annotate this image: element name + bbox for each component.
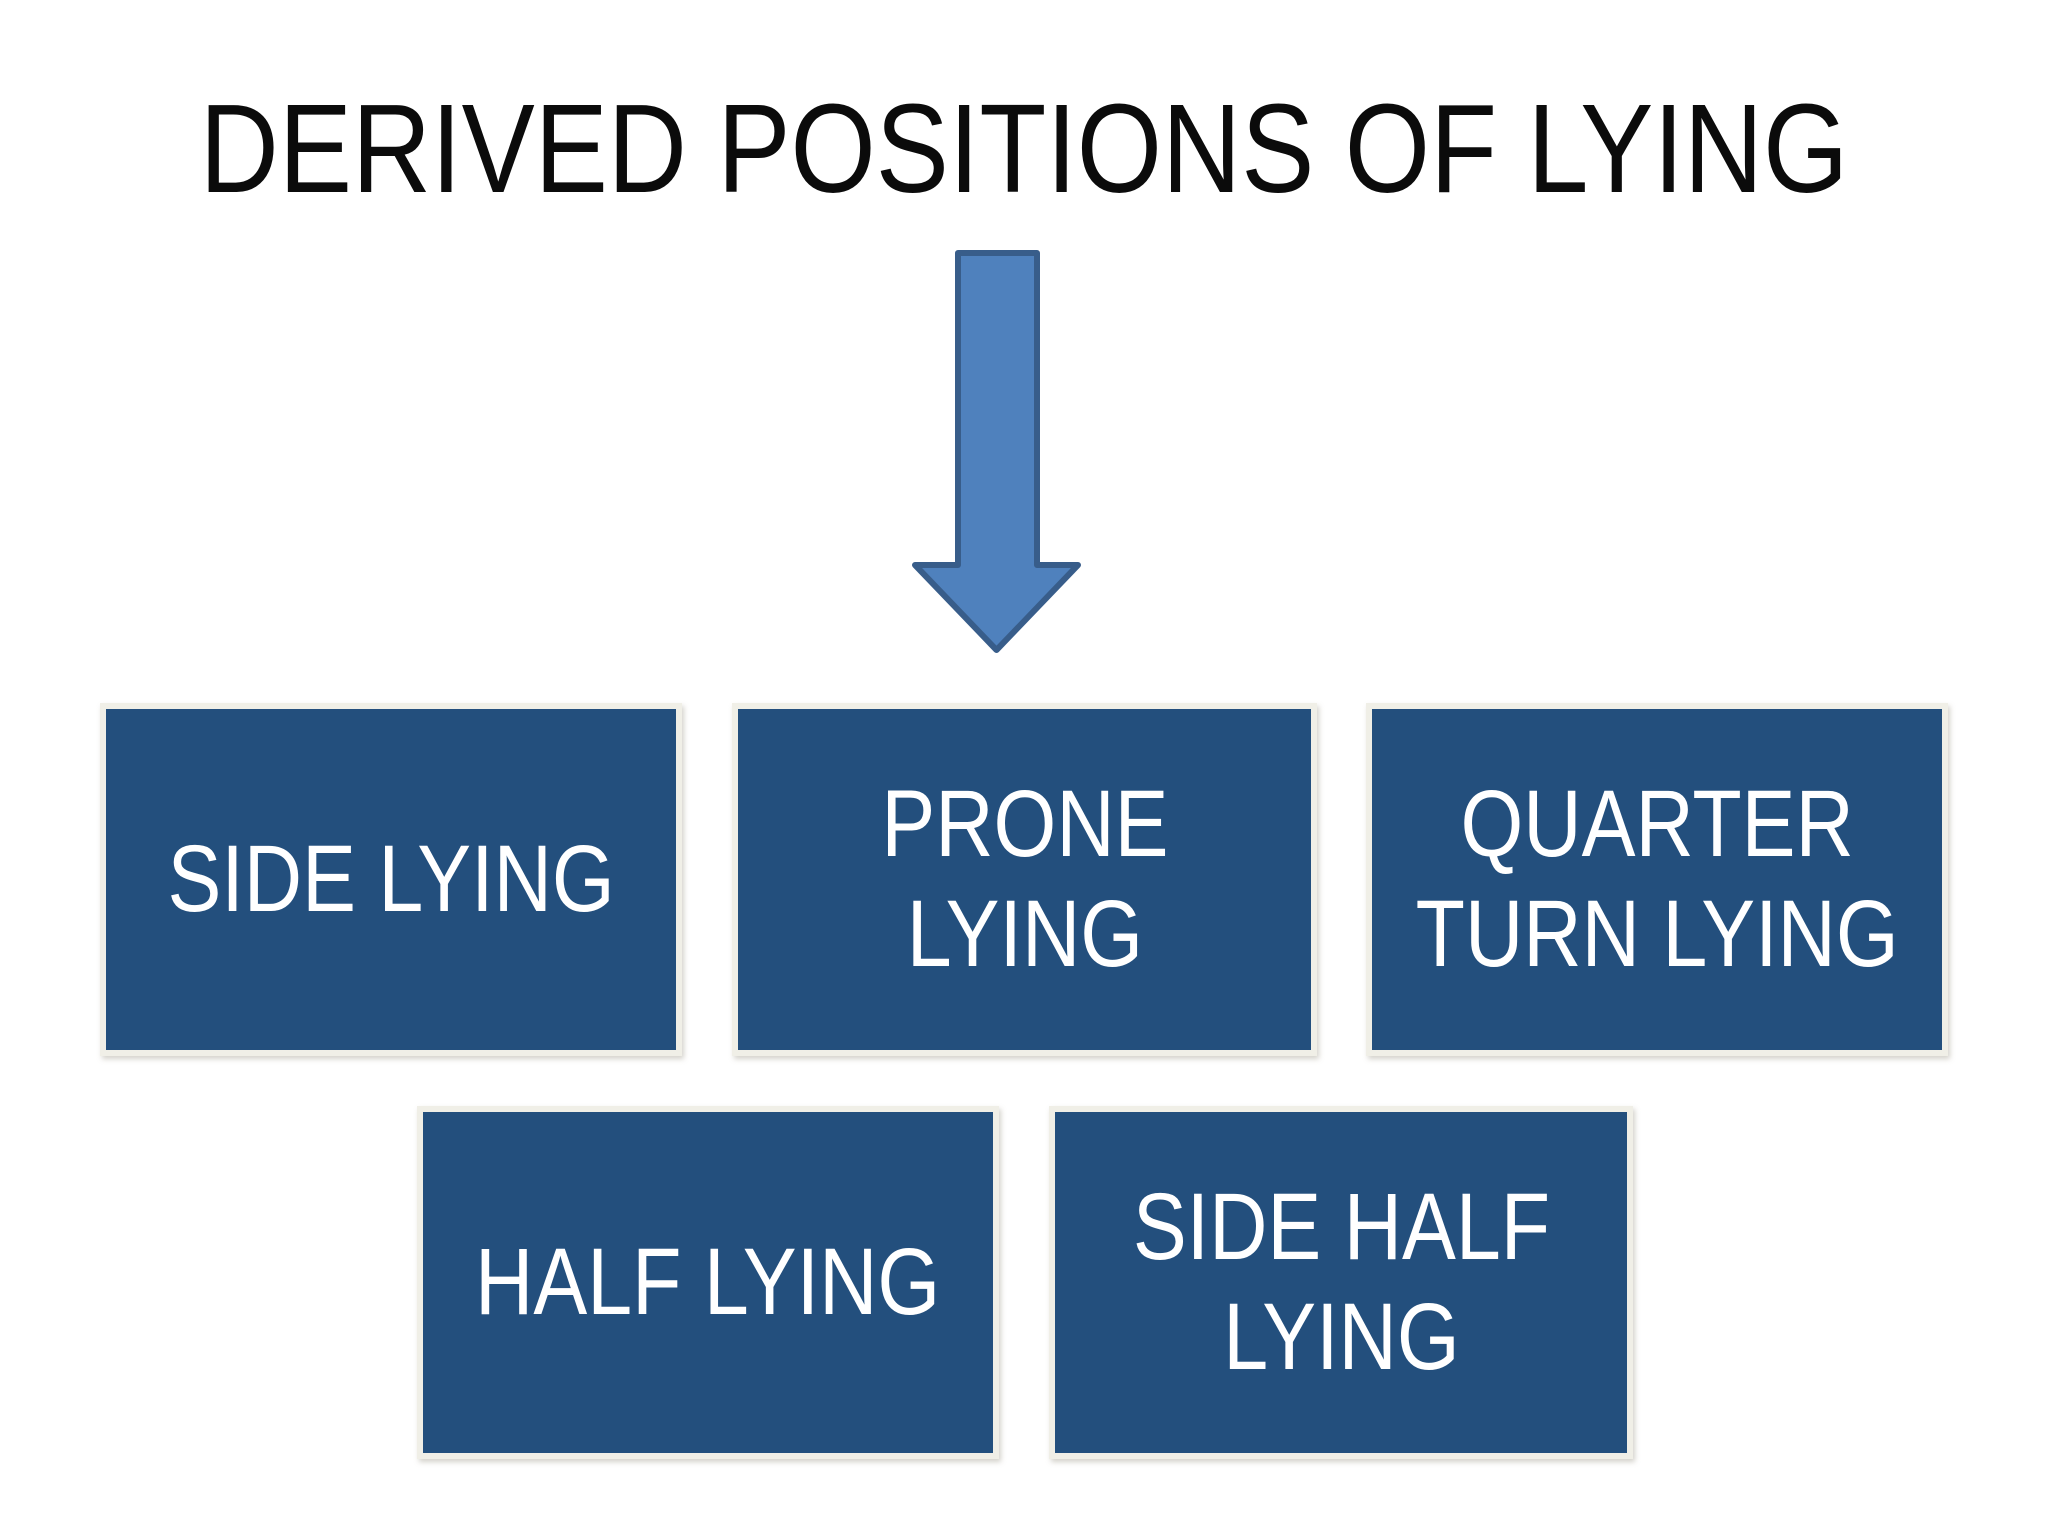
node-label: PRONE LYING: [880, 771, 1169, 987]
node-label: QUARTER TURN LYING: [1415, 771, 1899, 987]
node-side-half-lying: SIDE HALF LYING: [1049, 1106, 1633, 1459]
node-half-lying: HALF LYING: [417, 1106, 999, 1459]
down-arrow-icon: [880, 230, 1100, 670]
node-prone-lying: PRONE LYING: [732, 703, 1317, 1056]
node-quarter-turn-lying: QUARTER TURN LYING: [1366, 703, 1948, 1056]
slide-title: DERIVED POSITIONS OF LYING: [199, 78, 1849, 219]
node-label: SIDE HALF LYING: [1132, 1174, 1550, 1390]
node-label: SIDE LYING: [167, 825, 615, 932]
node-label: HALF LYING: [475, 1228, 941, 1335]
node-side-lying: SIDE LYING: [100, 703, 682, 1056]
